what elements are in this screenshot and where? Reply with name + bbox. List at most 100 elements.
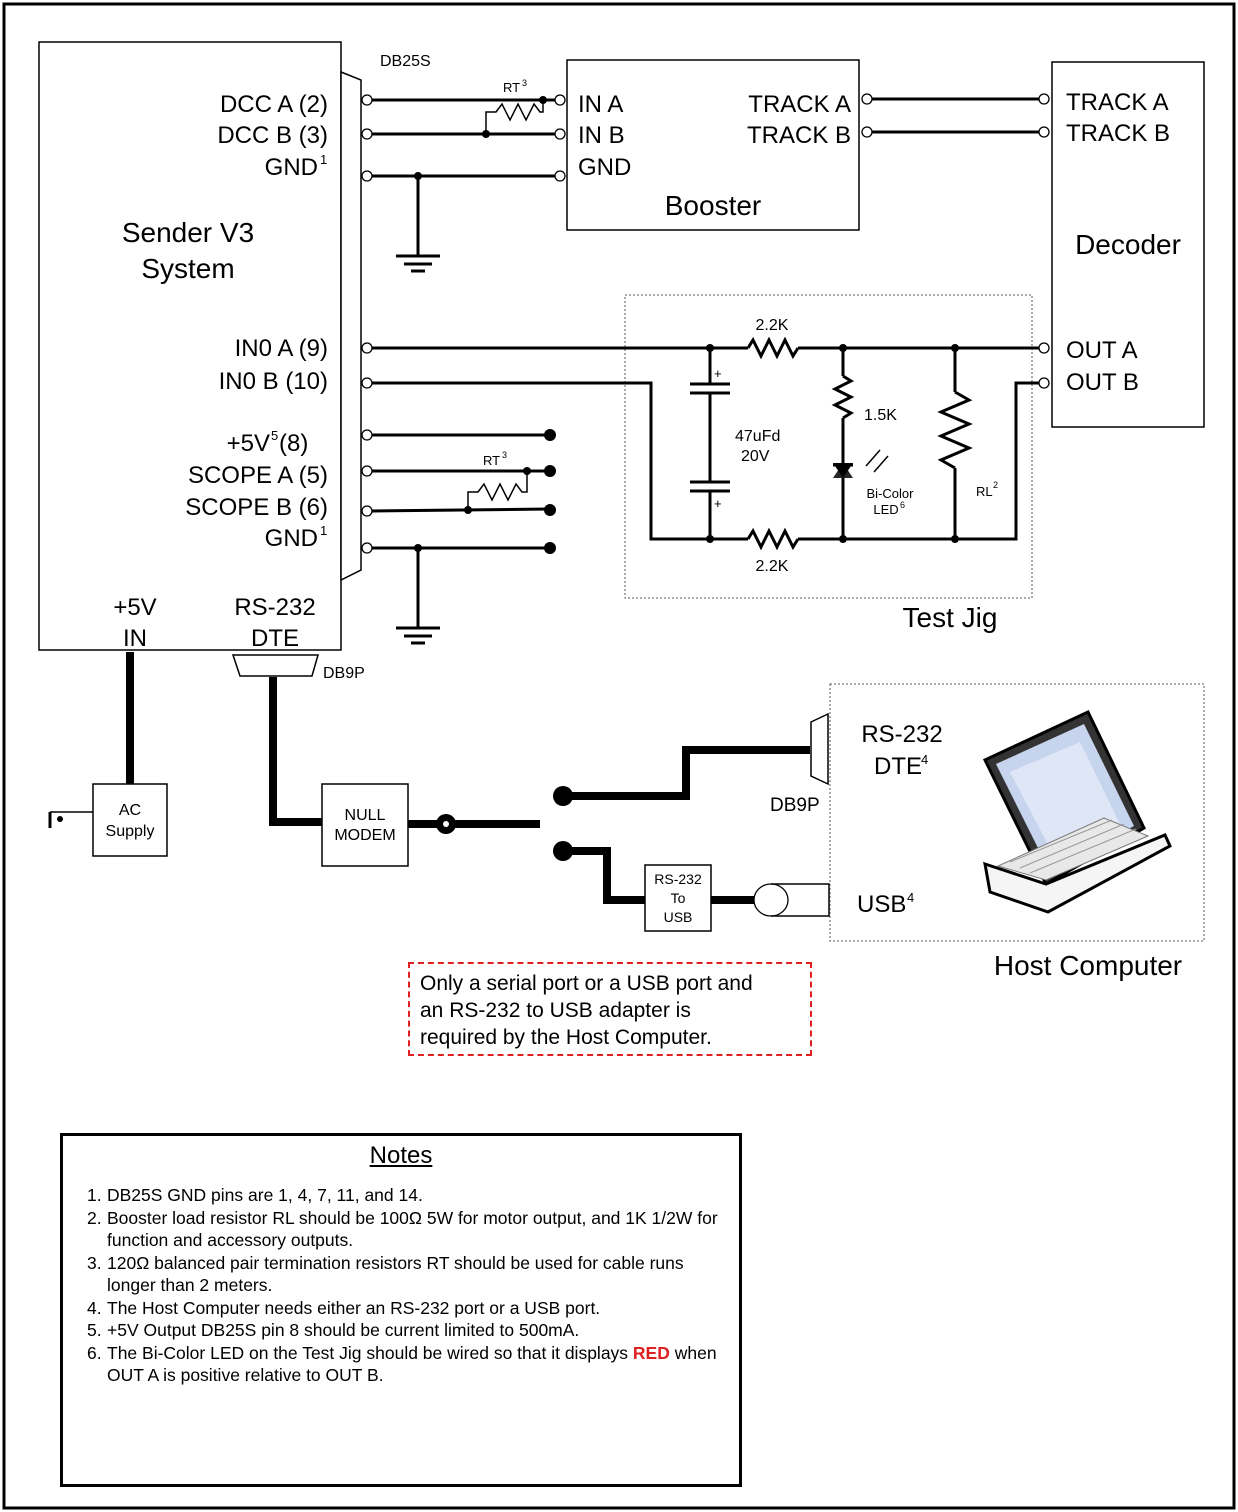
- booster-box: [566, 59, 860, 231]
- callout-line-2: an RS-232 to USB adapter is: [420, 999, 691, 1022]
- note-highlight-red: RED: [632, 1342, 670, 1363]
- pin-gnd-2: GND: [265, 525, 318, 552]
- host-rs232-label-1: RS-232: [861, 721, 942, 748]
- decoder-title: Decoder: [1075, 229, 1181, 260]
- r-bottom-label: 2.2K: [756, 558, 789, 575]
- note-item: 6.The Bi-Color LED on the Test Jig shoul…: [87, 1342, 729, 1387]
- booster-block: IN A IN B GND TRACK A TRACK B Booster: [566, 59, 860, 231]
- decoder-track-a: TRACK A: [1066, 89, 1169, 116]
- null-modem-label-1: NULL: [345, 807, 386, 824]
- host-usb-sup: 4: [907, 890, 914, 905]
- sender-title-2: System: [141, 253, 234, 284]
- booster-gnd: GND: [578, 154, 631, 181]
- pin-scope-b: SCOPE B (6): [185, 494, 328, 521]
- test-jig-title: Test Jig: [903, 602, 998, 633]
- rs232-label-2: DTE: [251, 625, 299, 652]
- rs232-usb-adapter: [644, 864, 712, 932]
- booster-title: Booster: [665, 190, 762, 221]
- note-item: 2.Booster load resistor RL should be 100…: [87, 1207, 729, 1252]
- power-in-label-1: +5V: [113, 594, 156, 621]
- host-usb-label: USB: [857, 891, 906, 918]
- host-requirement-callout: Only a serial port or a USB port and an …: [408, 962, 812, 1056]
- ac-supply-label-2: Supply: [106, 823, 155, 840]
- note-item: 1.DB25S GND pins are 1, 4, 7, 11, and 14…: [87, 1184, 729, 1207]
- pin-5v: +5V: [227, 430, 270, 457]
- r-top-label: 2.2K: [756, 317, 789, 334]
- ac-supply-box: [92, 783, 168, 857]
- decoder-block: TRACK A TRACK B Decoder OUT A OUT B: [1051, 61, 1205, 428]
- adapter-label-2: To: [671, 890, 686, 906]
- note-text: Booster load resistor RL should be 100Ω …: [107, 1207, 718, 1251]
- host-db9-connector: [810, 712, 829, 786]
- notes-list: 1.DB25S GND pins are 1, 4, 7, 11, and 14…: [63, 1184, 739, 1387]
- db25-label: DB25S: [380, 53, 431, 70]
- booster-track-b: TRACK B: [747, 122, 851, 149]
- sender-title-1: Sender V3: [122, 217, 254, 248]
- scope-wiring: RT 3: [361, 429, 556, 645]
- note-number: 5.: [87, 1320, 102, 1340]
- cap-plus-top: +: [714, 366, 722, 381]
- pin-5v-tail: (8): [279, 430, 308, 457]
- note-text: +5V Output DB25S pin 8 should be current…: [107, 1320, 580, 1340]
- notes-title: Notes: [369, 1142, 433, 1169]
- note-number: 2.: [87, 1207, 102, 1228]
- note-text: DB25S GND pins are 1, 4, 7, 11, and 14.: [107, 1185, 423, 1205]
- rl-label: RL: [976, 484, 993, 499]
- booster-track-a: TRACK A: [748, 91, 851, 118]
- rs232-label-1: RS-232: [234, 594, 315, 621]
- host-rs232-sup: 4: [921, 752, 928, 767]
- cap-label-2: 20V: [741, 448, 770, 465]
- booster-in-b: IN B: [578, 122, 625, 149]
- decoder-out-b: OUT B: [1066, 369, 1139, 396]
- db9-connector: [231, 654, 319, 677]
- host-db9-label: DB9P: [770, 795, 820, 816]
- decoder-box: [1051, 61, 1205, 428]
- test-jig: Test Jig 2.2K 2.2K + + 47uFd 20V: [361, 294, 1050, 633]
- note-item: 3.120Ω balanced pair termination resisto…: [87, 1252, 729, 1297]
- sender-block: DB25S DCC A (2) DCC B (3) GND 1 Sender V…: [38, 41, 431, 682]
- note-item: 4.The Host Computer needs either an RS-2…: [87, 1297, 729, 1320]
- cap-label-1: 47uFd: [735, 428, 780, 445]
- r-led-label: 1.5K: [864, 407, 897, 424]
- callout-line-3: required by the Host Computer.: [420, 1026, 712, 1049]
- callout-line-1: Only a serial port or a USB port and: [420, 972, 753, 995]
- test-jig-box: [624, 294, 1033, 599]
- pin-gnd-1-sup: 1: [320, 152, 327, 167]
- pin-gnd-2-sup: 1: [320, 523, 327, 538]
- pin-dcc-a: DCC A (2): [220, 91, 328, 118]
- rt-label-bottom: RT: [483, 453, 500, 468]
- sender-box: [38, 41, 342, 651]
- db9-label: DB9P: [323, 665, 365, 682]
- note-text: 120Ω balanced pair termination resistors…: [107, 1252, 684, 1296]
- adapter-label-3: USB: [664, 909, 693, 925]
- host-title: Host Computer: [994, 950, 1182, 981]
- pin-scope-a: SCOPE A (5): [188, 462, 328, 489]
- power-in-label-2: IN: [123, 625, 147, 652]
- decoder-out-a: OUT A: [1066, 337, 1138, 364]
- ac-supply-group: AC Supply: [48, 652, 168, 857]
- serial-path: NULL MODEM RS-232 To USB: [269, 677, 830, 932]
- pin-in0-a: IN0 A (9): [235, 335, 328, 362]
- led-sup: 6: [900, 500, 905, 510]
- note-number: 1.: [87, 1185, 102, 1205]
- dcc-wiring: RT 3: [361, 78, 566, 273]
- host-computer: RS-232 DTE 4 DB9P USB 4 Host Computer: [770, 683, 1205, 981]
- rt-sup-top: 3: [522, 78, 527, 88]
- pin-dcc-b: DCC B (3): [217, 122, 328, 149]
- note-number: 3.: [87, 1252, 102, 1273]
- pin-in0-b: IN0 B (10): [219, 368, 328, 395]
- null-modem-label-2: MODEM: [334, 827, 395, 844]
- note-item: 5.+5V Output DB25S pin 8 should be curre…: [87, 1319, 729, 1342]
- cap-plus-bottom: +: [714, 496, 722, 511]
- pin-gnd-1: GND: [265, 154, 318, 181]
- rt-sup-bottom: 3: [502, 450, 507, 460]
- laptop-icon: [982, 710, 1172, 914]
- decoder-track-b: TRACK B: [1066, 120, 1170, 147]
- note-text: The Host Computer needs either an RS-232…: [107, 1297, 601, 1318]
- booster-in-a: IN A: [578, 91, 623, 118]
- track-wiring: [861, 93, 1050, 138]
- null-modem-box: [321, 783, 409, 867]
- note-number: 6.: [87, 1342, 102, 1363]
